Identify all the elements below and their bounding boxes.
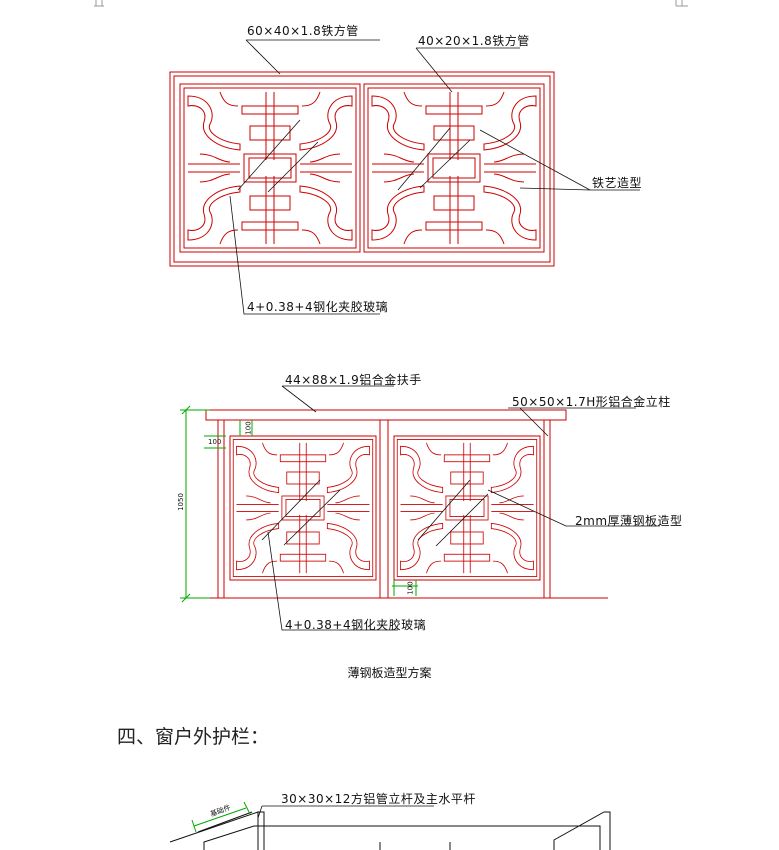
label-pipe-60x40: 60×40×1.8铁方管 <box>247 24 359 38</box>
drawing2-glass-hatch <box>261 479 489 547</box>
dim-100-bottom: 100 <box>406 581 415 595</box>
label-steel-plate: 2mm厚薄钢板造型 <box>575 514 683 528</box>
drawing2-frame <box>205 409 567 598</box>
drawing3-dimensions <box>191 801 251 833</box>
section-heading: 四、窗户外护栏： <box>117 726 270 748</box>
drawing2-caption: 薄钢板造型方案 <box>347 666 432 680</box>
drawing1-frame <box>169 71 555 267</box>
drawing3-leader <box>257 805 434 819</box>
drawing1-leaders <box>229 39 640 315</box>
page-corner-mark-left <box>94 0 104 7</box>
dim-100-top: 100 <box>244 421 253 435</box>
page-corner-mark-right <box>675 0 688 7</box>
label-h-post: 50×50×1.7H形铝合金立柱 <box>512 395 671 409</box>
label-pipe-40x20: 40×20×1.8铁方管 <box>418 34 530 48</box>
label-iron-art: 铁艺造型 <box>592 176 643 190</box>
drawing2-dimensions <box>180 405 418 603</box>
label-glass-drawing2: 4+0.38+4钢化夹胶玻璃 <box>285 618 427 632</box>
label-handrail: 44×88×1.9铝合金扶手 <box>285 373 422 387</box>
label-glass-drawing1: 4+0.38+4钢化夹胶玻璃 <box>247 300 389 314</box>
drawing3-frame <box>169 811 611 850</box>
label-aluminum-tube: 30×30×12方铝管立杆及主水平杆 <box>281 792 476 806</box>
dim-height-1050: 1050 <box>176 493 185 511</box>
dim-100-left: 100 <box>208 438 222 446</box>
drawing2-leaders <box>267 385 660 631</box>
